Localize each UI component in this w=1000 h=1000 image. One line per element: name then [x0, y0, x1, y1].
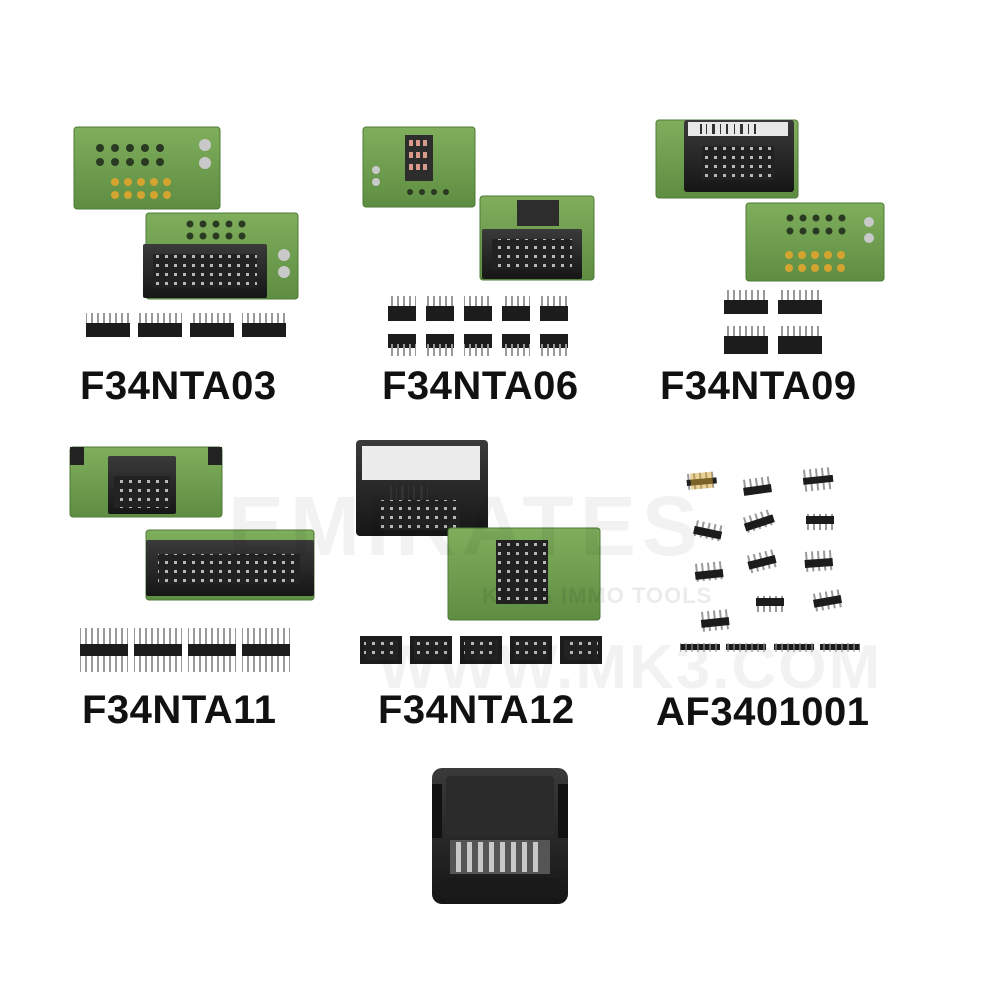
label-f34nta06: F34NTA06 [382, 364, 579, 408]
adapter-f34nta03-group [73, 126, 299, 337]
adapter-f34nta11-group [69, 446, 315, 672]
watermark-tagline: KEY & IMMO TOOLS [482, 583, 713, 608]
label-f34nta09: F34NTA09 [660, 364, 857, 408]
label-af3401001: AF3401001 [656, 690, 870, 734]
label-f34nta11: F34NTA11 [82, 688, 277, 732]
adapter-f34nta09-group [655, 119, 885, 354]
adapter-f34nta06-group [362, 126, 595, 356]
adapter-f34nta12-group [356, 440, 602, 664]
black-idc-connector [432, 768, 568, 904]
watermark-url: WWW.MK3.COM [378, 633, 883, 702]
label-f34nta03: F34NTA03 [80, 364, 277, 408]
label-f34nta12: F34NTA12 [378, 688, 575, 732]
watermark-brand: EMIRATES [228, 479, 704, 573]
af3401001-pin-header-set [680, 466, 860, 652]
